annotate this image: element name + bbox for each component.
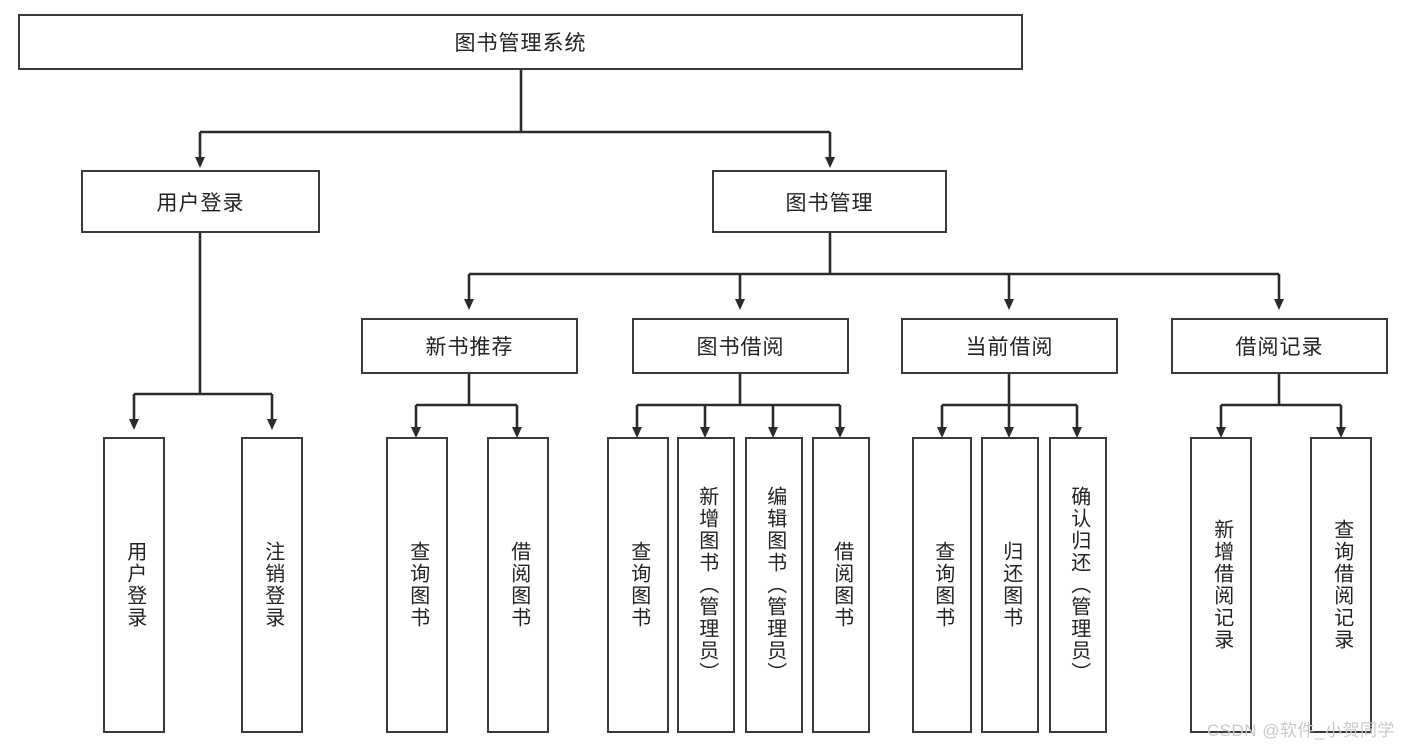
- leaf-query-books-borrow[interactable]: 查询图书: [607, 437, 669, 733]
- leaf-query-books-current[interactable]: 查询图书: [912, 437, 972, 733]
- node-label: 新书推荐: [425, 336, 514, 359]
- node-label: 图书借阅: [696, 336, 785, 359]
- watermark-text: CSDN @软件_小贺同学: [1206, 721, 1395, 740]
- node-current-borrowing[interactable]: 当前借阅: [901, 318, 1118, 374]
- node-label: 查询图书: [627, 541, 650, 629]
- node-borrow-records[interactable]: 借阅记录: [1171, 318, 1388, 374]
- node-label: 新增图书（管理员）: [695, 486, 718, 684]
- node-label: 注销登录: [261, 541, 284, 629]
- leaf-query-borrow-record[interactable]: 查询借阅记录: [1310, 437, 1372, 733]
- node-new-book-recommendation[interactable]: 新书推荐: [361, 318, 578, 374]
- node-label: 用户登录: [123, 541, 146, 629]
- node-user-login[interactable]: 用户登录: [81, 170, 320, 233]
- node-label: 确认归还（管理员）: [1067, 486, 1090, 684]
- node-label: 查询借阅记录: [1330, 519, 1353, 651]
- leaf-query-books-recommend[interactable]: 查询图书: [386, 437, 448, 733]
- leaf-edit-book-admin[interactable]: 编辑图书（管理员）: [745, 437, 803, 733]
- node-label: 图书管理: [785, 191, 874, 215]
- leaf-add-borrow-record[interactable]: 新增借阅记录: [1190, 437, 1252, 733]
- leaf-user-login[interactable]: 用户登录: [103, 437, 165, 733]
- node-label: 借阅记录: [1235, 336, 1324, 359]
- node-label: 借阅图书: [830, 541, 853, 629]
- node-book-management[interactable]: 图书管理: [712, 170, 947, 233]
- node-label: 当前借阅: [965, 336, 1054, 359]
- node-label: 归还图书: [999, 541, 1022, 629]
- leaf-borrow-books[interactable]: 借阅图书: [812, 437, 870, 733]
- leaf-confirm-return-admin[interactable]: 确认归还（管理员）: [1049, 437, 1107, 733]
- node-label: 用户登录: [156, 191, 245, 215]
- leaf-return-books[interactable]: 归还图书: [981, 437, 1039, 733]
- node-label: 新增借阅记录: [1210, 519, 1233, 651]
- node-root-book-management-system[interactable]: 图书管理系统: [18, 14, 1023, 70]
- node-label: 查询图书: [406, 541, 429, 629]
- node-label: 查询图书: [931, 541, 954, 629]
- node-label: 编辑图书（管理员）: [763, 486, 786, 684]
- leaf-borrow-books-recommend[interactable]: 借阅图书: [487, 437, 549, 733]
- leaf-user-logout[interactable]: 注销登录: [241, 437, 303, 733]
- node-label: 图书管理系统: [454, 32, 587, 55]
- node-book-borrowing[interactable]: 图书借阅: [632, 318, 849, 374]
- leaf-add-book-admin[interactable]: 新增图书（管理员）: [677, 437, 735, 733]
- node-label: 借阅图书: [507, 541, 530, 629]
